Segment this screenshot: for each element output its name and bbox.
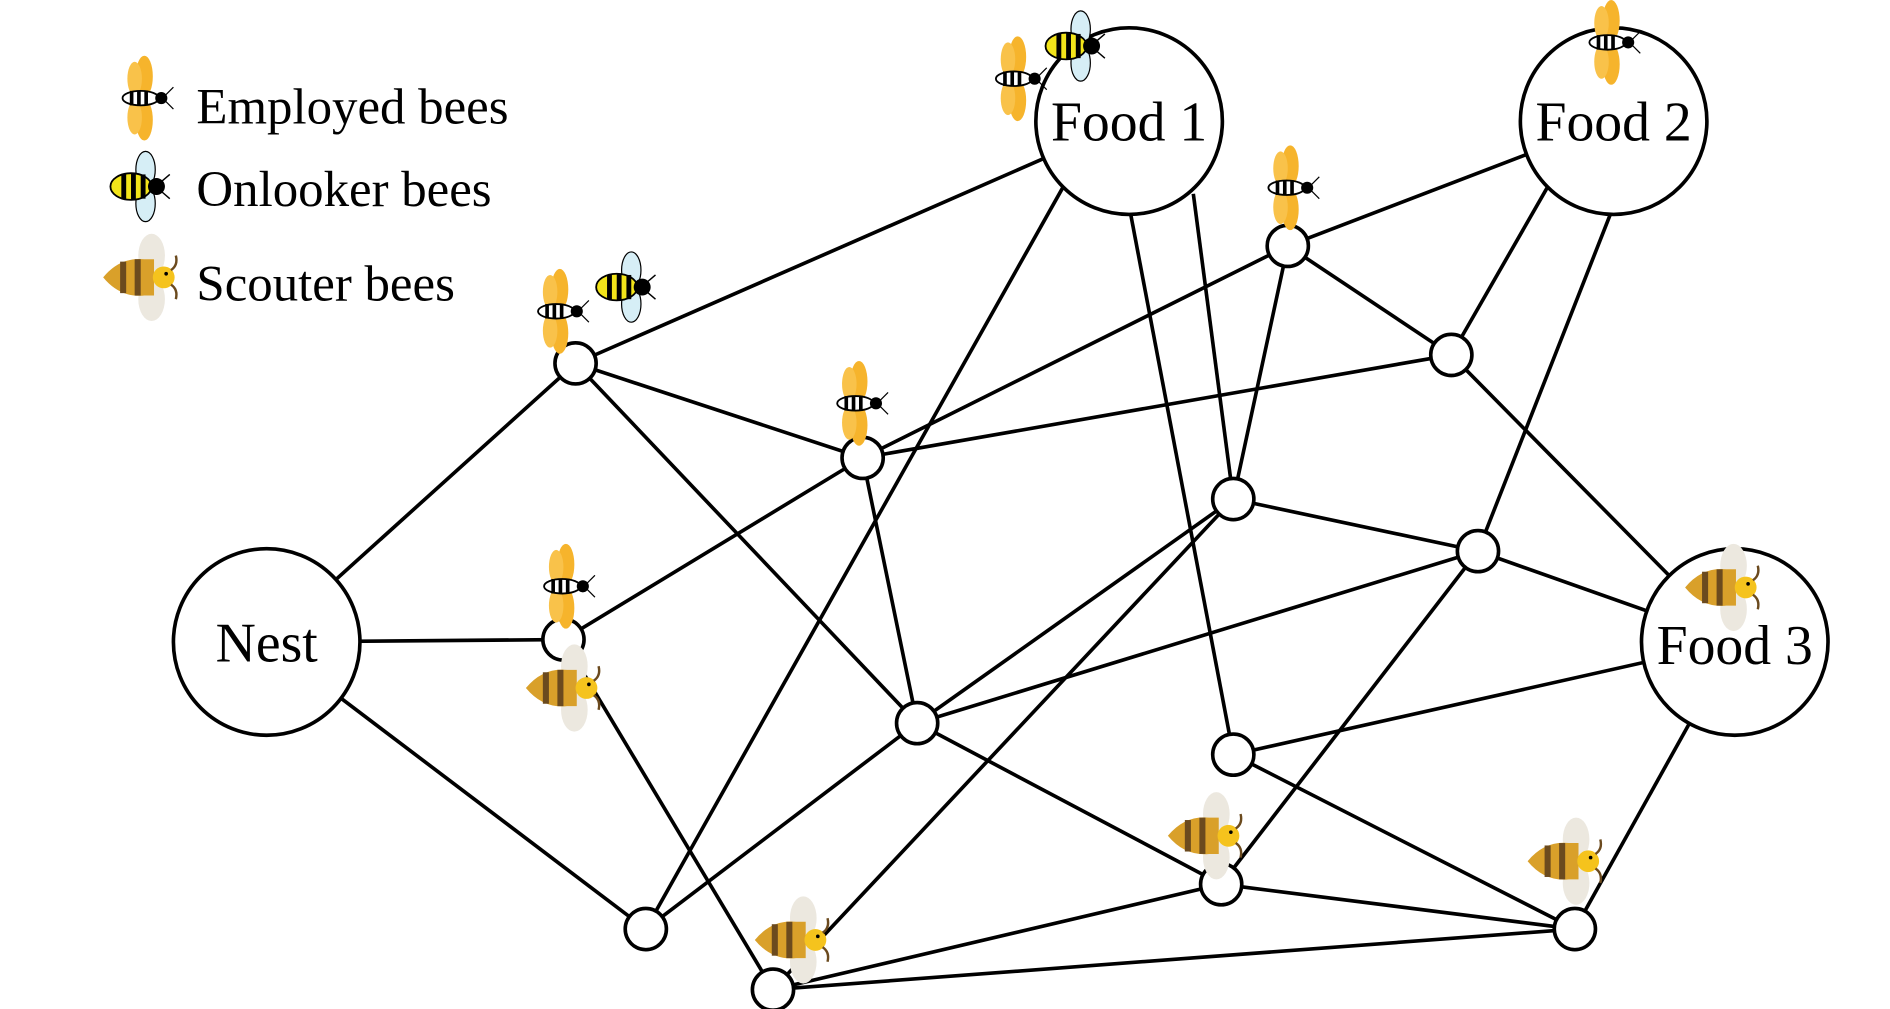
node (1210, 476, 1256, 522)
food3-node: Food 3 (1639, 546, 1830, 738)
node (1210, 732, 1256, 778)
legend-employed: Employed bees (196, 80, 508, 136)
scouter-bee-icon (1526, 816, 1603, 907)
node (894, 700, 940, 746)
node (1428, 332, 1474, 378)
node (1552, 906, 1598, 952)
scouter-bee-icon (524, 643, 601, 733)
node (750, 967, 796, 1009)
employed-bee-icon (836, 360, 889, 447)
legend: Employed bees Onlooker bees Scouter bees (101, 54, 509, 323)
legend-scouter: Scouter bees (196, 256, 454, 312)
onlooker-bee-icon (109, 150, 171, 223)
small-nodes (541, 223, 1598, 1009)
big-nodes: Nest Food 1 Food 2 Food 3 (171, 26, 1830, 738)
food2-label: Food 2 (1535, 92, 1691, 154)
scouter-bee-icon (101, 232, 178, 323)
employed-bee-icon (537, 267, 590, 355)
nest-node: Nest (171, 546, 362, 738)
onlooker-bee-icon (595, 251, 657, 324)
nest-label: Nest (216, 612, 319, 674)
employed-bee-icon (121, 54, 175, 142)
node (1265, 223, 1311, 269)
node (1455, 528, 1501, 574)
node (623, 906, 669, 952)
food1-label: Food 1 (1051, 92, 1207, 154)
legend-onlooker: Onlooker bees (196, 162, 491, 218)
node (553, 340, 598, 386)
employed-bee-icon (543, 542, 596, 630)
employed-bee-icon (1267, 144, 1321, 232)
edges (265, 119, 1737, 992)
